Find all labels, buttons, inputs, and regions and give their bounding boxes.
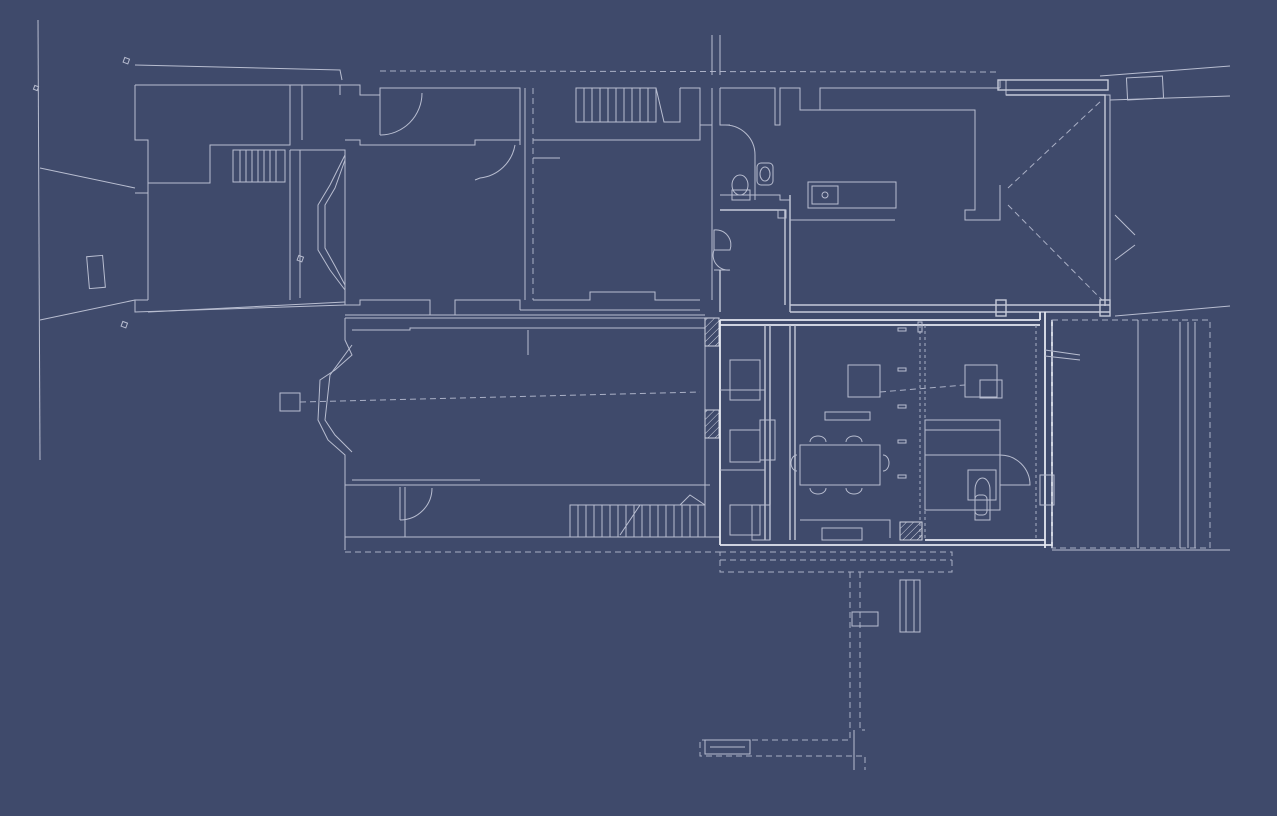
top-boundary (134, 35, 1231, 317)
party-wall (345, 299, 1111, 319)
existing-lower-rooms (279, 318, 720, 553)
existing-rear-room (712, 79, 1136, 312)
existing-rooms-left (134, 84, 346, 313)
existing-front-rooms (317, 84, 713, 316)
new-extension (704, 312, 1230, 551)
site-boundary-lines (32, 19, 305, 461)
drainage-run (699, 551, 953, 770)
